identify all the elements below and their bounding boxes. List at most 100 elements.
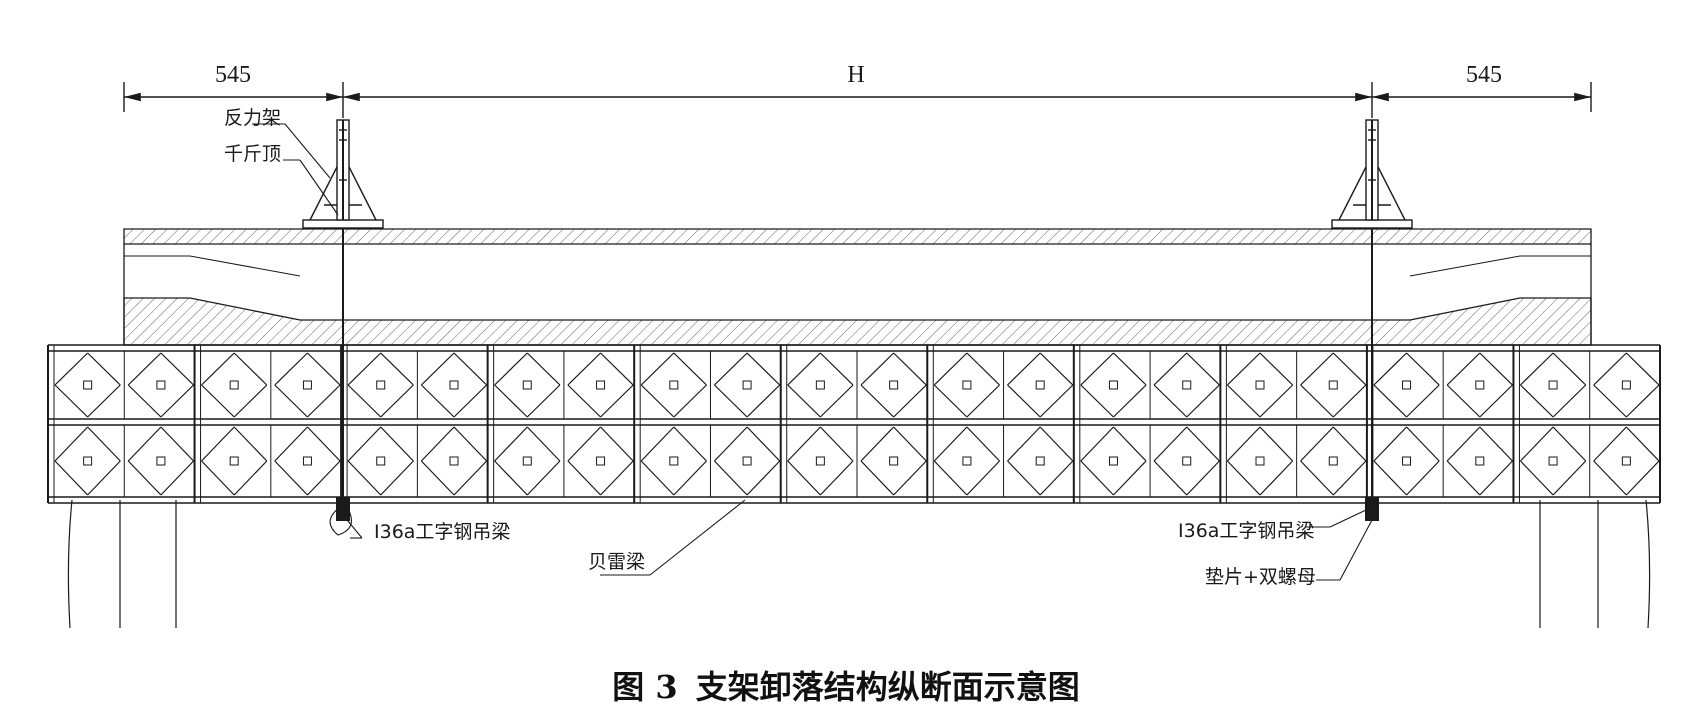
label-reaction-frame: 反力架	[224, 107, 281, 129]
truss-diagonal	[87, 352, 121, 386]
truss-diagonal	[54, 460, 89, 496]
truss-diagonal	[1373, 426, 1407, 462]
dimension-left: 545	[215, 62, 251, 88]
truss-diagonal	[567, 384, 601, 418]
truss-diagonal	[1406, 460, 1440, 496]
truss-diagonal	[1332, 426, 1367, 462]
truss-node-plate	[156, 456, 166, 466]
truss-node-plate	[1402, 456, 1412, 466]
truss-diagonal	[1259, 426, 1294, 462]
leader-lines	[252, 123, 1373, 581]
truss-diagonal	[893, 384, 927, 418]
truss-diagonal	[380, 460, 414, 496]
truss-diagonal	[274, 426, 308, 462]
truss-diagonal	[1479, 352, 1513, 386]
truss-diagonal	[87, 384, 121, 418]
truss-diagonal	[201, 384, 235, 418]
longitudinal-section-drawing: 545 H 545	[47, 62, 1661, 629]
truss-diagonal	[526, 426, 561, 462]
truss-diagonal	[1332, 384, 1367, 418]
truss-diagonal	[127, 426, 162, 462]
figure-number: 图 3	[612, 668, 678, 706]
hanger-rods	[336, 228, 1379, 521]
truss-diagonal	[933, 352, 968, 386]
truss-diagonal	[1113, 460, 1147, 496]
truss-diagonal	[201, 426, 235, 462]
truss-diagonal	[600, 352, 634, 386]
truss-node-plate	[1328, 456, 1338, 466]
truss-node-plate	[1621, 456, 1631, 466]
truss-diagonal	[893, 352, 927, 386]
truss-node-plate	[815, 380, 825, 390]
truss-node-plate	[889, 456, 899, 466]
truss-diagonal	[1226, 426, 1261, 462]
truss-diagonal	[1406, 384, 1440, 418]
label-washer-nuts: 垫片+双螺母	[1205, 566, 1316, 588]
truss-node-plate	[1475, 380, 1485, 390]
truss-node-plate	[1475, 456, 1485, 466]
truss-diagonal	[746, 384, 781, 418]
truss-diagonal	[453, 426, 488, 462]
truss-diagonal	[160, 426, 194, 462]
truss-node-plate	[596, 456, 606, 466]
truss-node-plate	[1621, 380, 1631, 390]
truss-diagonal	[1039, 460, 1074, 496]
truss-diagonal	[1300, 352, 1334, 386]
truss-diagonal	[1153, 352, 1188, 386]
truss-diagonal	[420, 426, 455, 462]
truss-diagonal	[494, 384, 528, 418]
truss-diagonal	[1153, 460, 1188, 496]
truss-diagonal	[1552, 460, 1587, 496]
truss-node-plate	[302, 456, 312, 466]
truss-diagonal	[600, 460, 634, 496]
truss-node-plate	[1255, 456, 1265, 466]
truss-diagonal	[893, 460, 927, 496]
truss-diagonal	[1406, 426, 1440, 462]
truss-diagonal	[380, 384, 414, 418]
truss-diagonal	[54, 384, 89, 418]
truss-diagonal	[933, 384, 968, 418]
truss-diagonal	[893, 426, 927, 462]
truss-node-plate	[376, 380, 386, 390]
truss-diagonal	[494, 352, 528, 386]
truss-diagonal	[1080, 426, 1114, 462]
truss-diagonal	[1593, 426, 1627, 462]
truss-diagonal	[746, 426, 781, 462]
truss-diagonal	[420, 460, 455, 496]
truss-node-plate	[449, 380, 459, 390]
truss-diagonal	[1552, 352, 1587, 386]
truss-diagonal	[819, 352, 854, 386]
truss-diagonal	[160, 352, 194, 386]
truss-diagonal	[600, 384, 634, 418]
truss-diagonal	[1007, 460, 1041, 496]
dimension-lines	[123, 82, 1592, 118]
truss-diagonal	[1226, 352, 1261, 386]
truss-diagonal	[1113, 384, 1147, 418]
truss-diagonal	[966, 352, 1000, 386]
truss-diagonal	[453, 352, 488, 386]
truss-diagonal	[1080, 352, 1114, 386]
truss-diagonal	[1406, 352, 1440, 386]
truss-diagonal	[1080, 384, 1114, 418]
truss-diagonal	[1153, 426, 1188, 462]
truss-node-plate	[1548, 456, 1558, 466]
truss-diagonal	[347, 460, 382, 496]
label-hanger-beam-left: I36a工字钢吊梁	[374, 521, 510, 543]
truss-diagonal	[1300, 384, 1334, 418]
truss-diagonal	[1259, 460, 1294, 496]
truss-node-plate	[1035, 380, 1045, 390]
truss-diagonal	[526, 384, 561, 418]
truss-node-plate	[83, 456, 93, 466]
truss-diagonal	[640, 384, 675, 418]
truss-diagonal	[274, 384, 308, 418]
truss-diagonal	[966, 426, 1000, 462]
truss-node-plate	[83, 380, 93, 390]
truss-diagonal	[567, 352, 601, 386]
truss-diagonal	[201, 460, 235, 496]
truss-diagonal	[1520, 384, 1554, 418]
truss-diagonal	[1446, 426, 1481, 462]
truss-diagonal	[1593, 384, 1627, 418]
truss-diagonal	[714, 460, 748, 496]
reaction-frame-left	[302, 119, 384, 229]
truss-diagonal	[819, 384, 854, 418]
